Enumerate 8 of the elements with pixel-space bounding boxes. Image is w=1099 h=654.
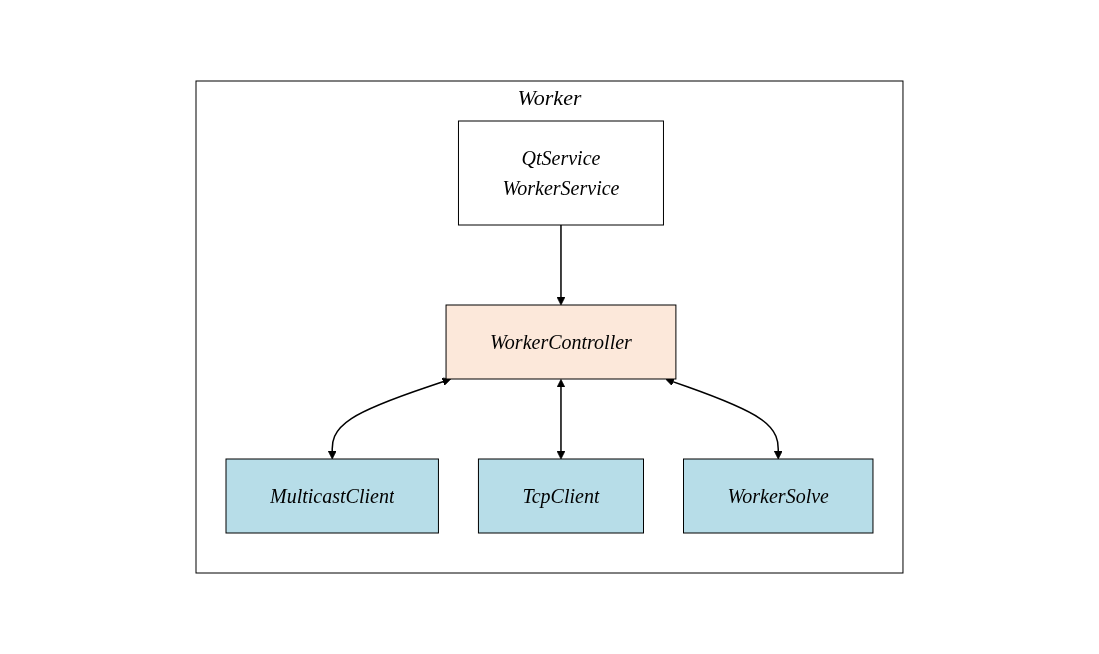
arrow [327,377,452,460]
node-box: WorkerSolve [683,458,874,534]
node-box: WorkerController [445,304,677,380]
node-box: QtService WorkerService [458,120,664,226]
node-box: TcpClient [477,458,644,534]
arrow [556,379,566,460]
arrow [556,224,566,306]
node-box: MulticastClient [225,458,439,534]
